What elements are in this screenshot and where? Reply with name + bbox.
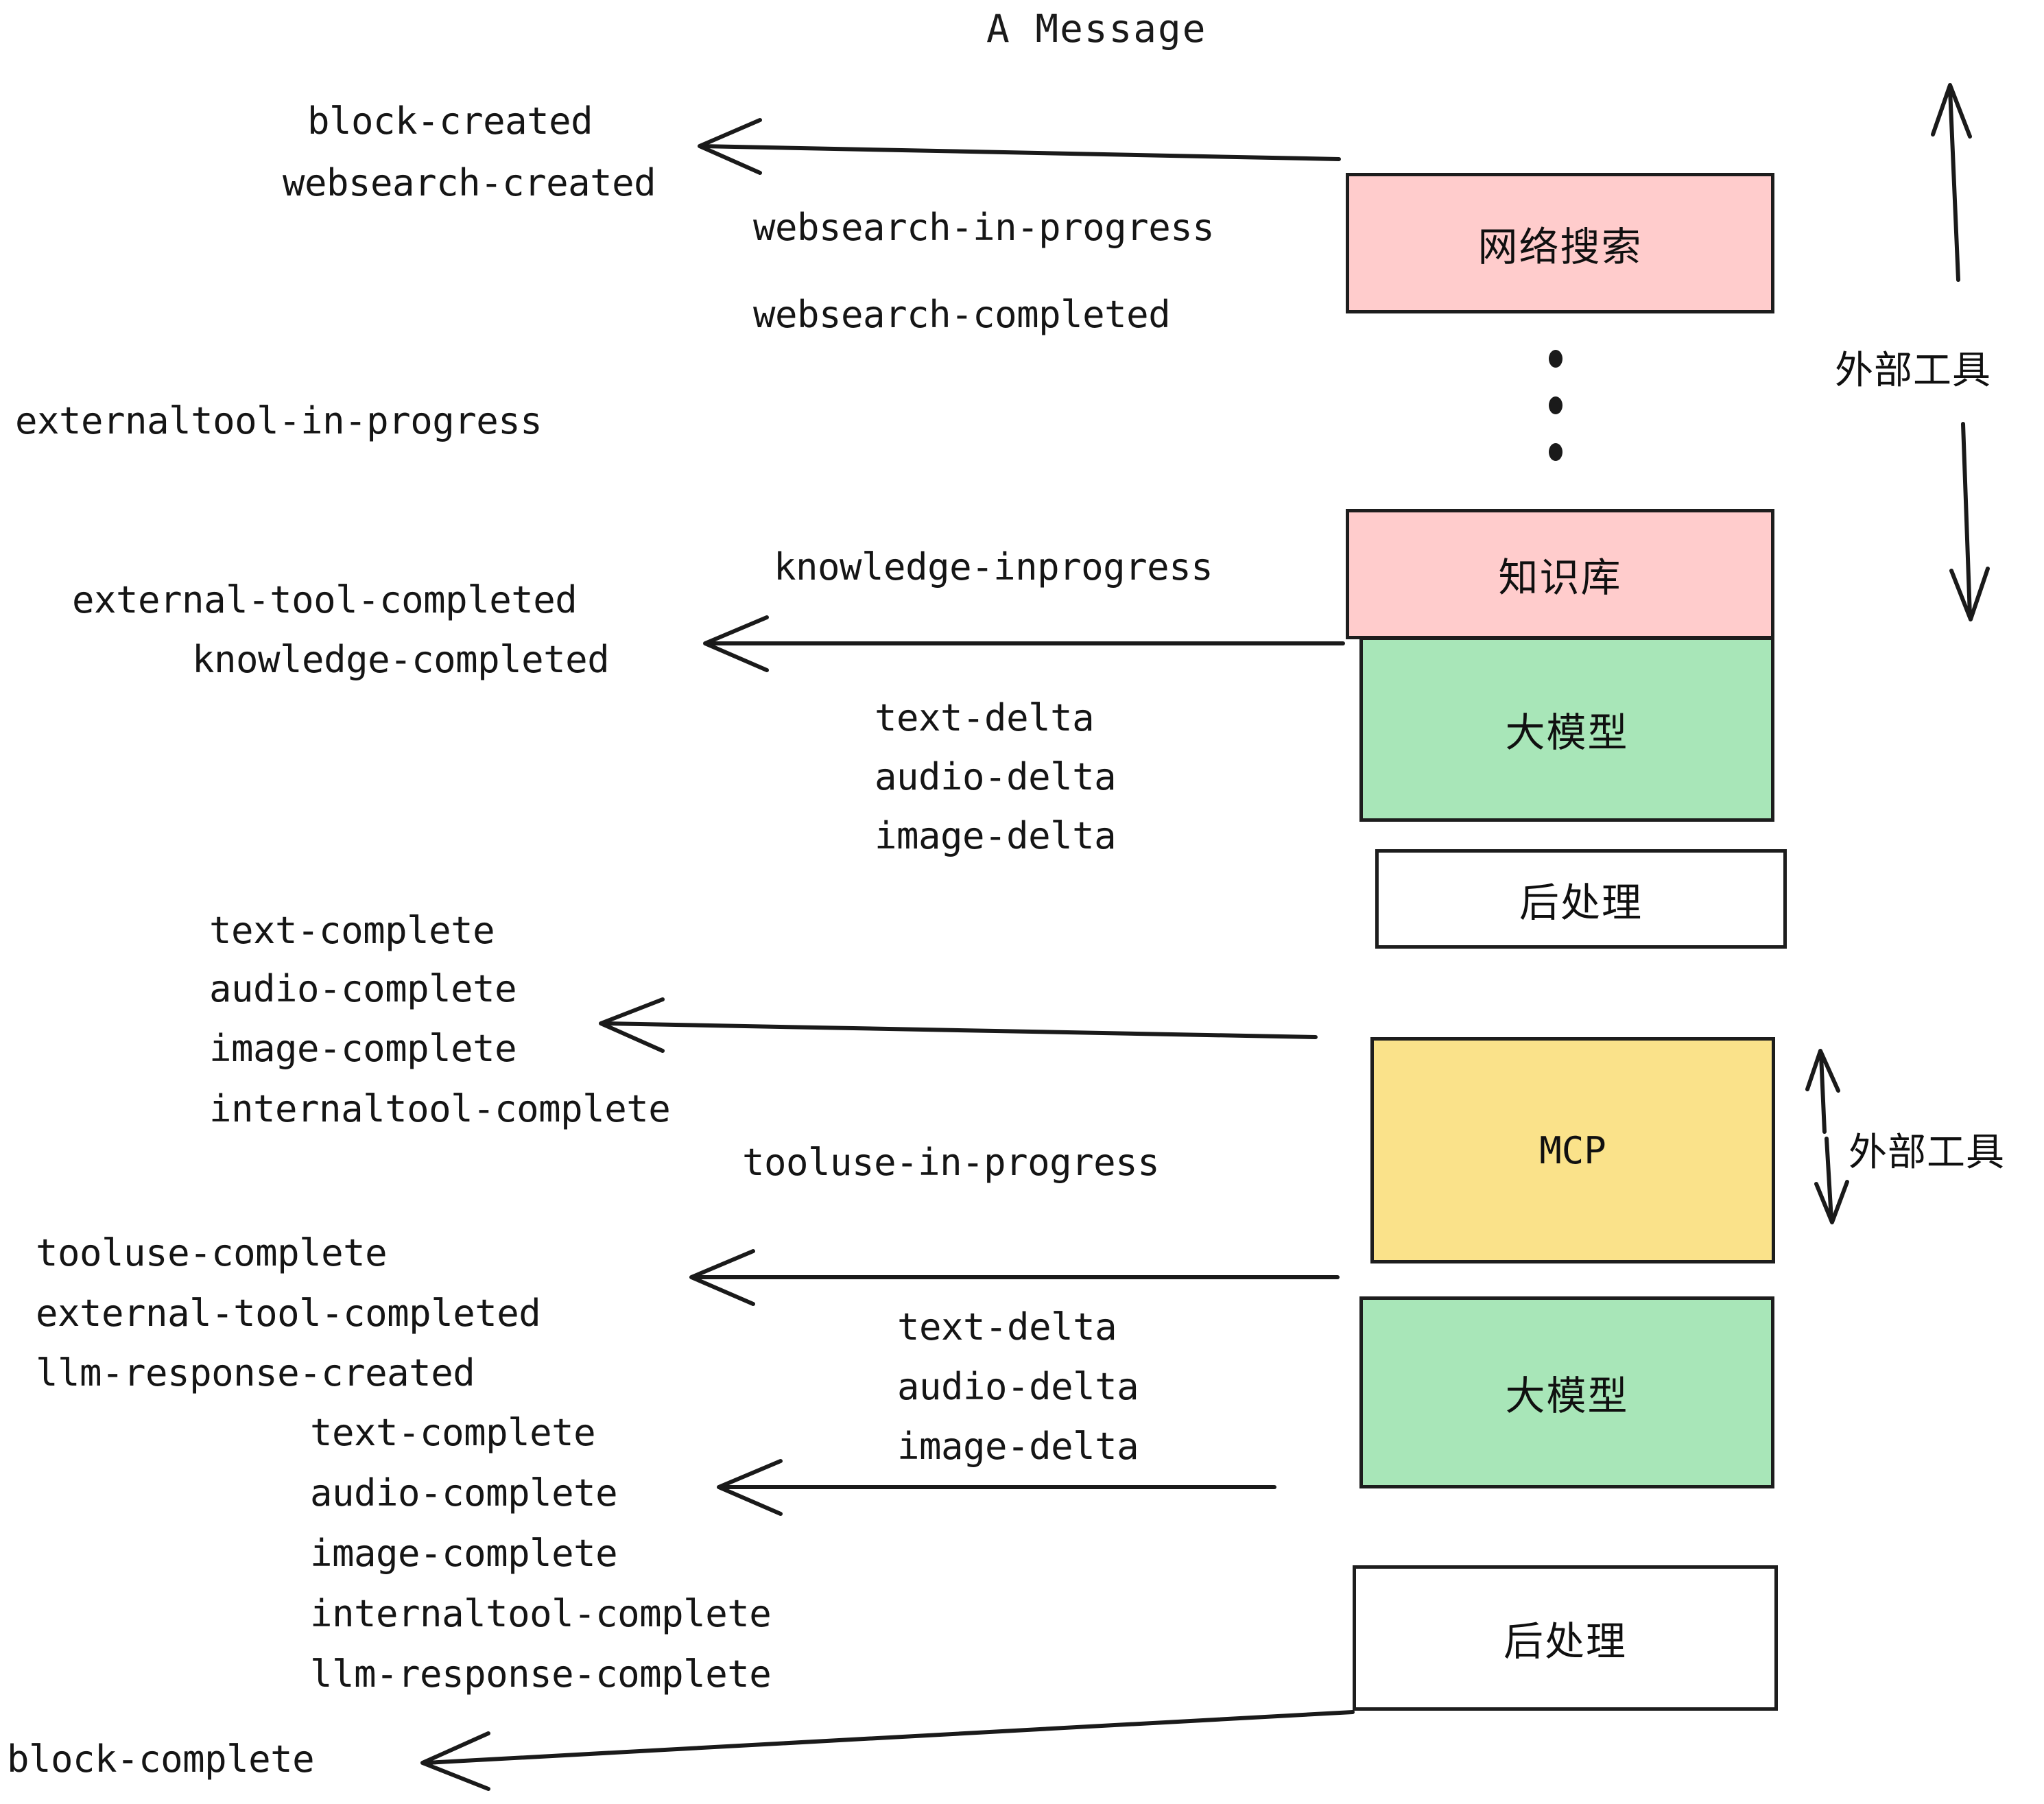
arrow-knowledge-to-left (703, 615, 1345, 672)
bracket-external-tool-bottom (1805, 1049, 1849, 1224)
box-label-postprocess-2: 后处理 (1503, 1618, 1627, 1665)
event-label-block-created: block-created (307, 99, 593, 143)
event-label-audio-delta-2: audio-delta (897, 1365, 1139, 1408)
box-websearch[interactable]: 网络搜索 (1346, 173, 1774, 313)
box-mcp[interactable]: MCP (1370, 1037, 1775, 1263)
event-label-audio-complete-1: audio-complete (209, 967, 517, 1010)
page-title: A Message (986, 7, 1207, 51)
event-label-knowledge-inprogress: knowledge-inprogress (774, 545, 1213, 589)
box-knowledge[interactable]: 知识库 (1346, 509, 1774, 639)
box-label-mcp: MCP (1539, 1128, 1606, 1172)
event-label-image-delta-1: image-delta (875, 814, 1117, 857)
box-postprocess-1[interactable]: 后处理 (1375, 849, 1787, 949)
side-label-external-tool-top: 外部工具 (1835, 348, 1991, 393)
box-llm-2[interactable]: 大模型 (1359, 1296, 1774, 1488)
event-label-block-complete: block-complete (7, 1737, 315, 1781)
box-label-websearch: 网络搜索 (1477, 223, 1643, 270)
arrow-mcp-to-left (689, 1249, 1340, 1306)
event-label-websearch-created: websearch-created (283, 161, 656, 204)
event-label-external-tool-completed-2: external-tool-completed (36, 1292, 541, 1335)
event-label-websearch-completed: websearch-completed (753, 293, 1171, 336)
event-label-websearch-in-progress: websearch-in-progress (753, 206, 1215, 249)
arrow-llm2-to-left (717, 1459, 1276, 1516)
event-label-tooluse-in-progress: tooluse-in-progress (742, 1141, 1160, 1184)
box-postprocess-2[interactable]: 后处理 (1353, 1565, 1778, 1711)
event-label-internaltool-complete-2: internaltool-complete (310, 1592, 772, 1635)
event-label-internaltool-complete-1: internaltool-complete (209, 1087, 671, 1130)
arrow-postprocess2-to-block-complete (420, 1710, 1355, 1791)
event-label-text-complete-1: text-complete (209, 909, 495, 952)
event-label-externaltool-in-progress: externaltool-in-progress (15, 399, 543, 442)
event-label-llm-response-created: llm-response-created (36, 1351, 475, 1394)
event-label-text-complete-2: text-complete (310, 1411, 596, 1454)
box-label-knowledge: 知识库 (1498, 554, 1622, 601)
ellipsis-dot-icon (1549, 396, 1562, 414)
event-label-text-delta-1: text-delta (875, 696, 1095, 739)
event-label-external-tool-completed-1: external-tool-completed (72, 578, 578, 621)
box-llm-1[interactable]: 大模型 (1359, 637, 1774, 822)
box-label-llm-2: 大模型 (1505, 1373, 1629, 1419)
ellipsis-dot-icon (1549, 443, 1562, 461)
event-label-llm-response-complete: llm-response-complete (310, 1652, 772, 1696)
event-label-image-complete-1: image-complete (209, 1027, 517, 1070)
arrow-postprocess1-to-left (599, 997, 1318, 1053)
event-label-audio-delta-1: audio-delta (875, 755, 1117, 798)
arrow-websearch-to-left (698, 118, 1341, 175)
event-label-audio-complete-2: audio-complete (310, 1471, 618, 1515)
event-label-text-delta-2: text-delta (897, 1305, 1117, 1349)
box-label-llm-1: 大模型 (1505, 709, 1629, 756)
event-label-image-delta-2: image-delta (897, 1425, 1139, 1468)
event-label-knowledge-completed: knowledge-completed (192, 638, 610, 681)
side-label-external-tool-bottom: 外部工具 (1849, 1130, 2005, 1175)
event-label-tooluse-complete: tooluse-complete (36, 1231, 388, 1274)
ellipsis-dot-icon (1549, 350, 1562, 368)
event-label-image-complete-2: image-complete (310, 1532, 618, 1575)
box-label-postprocess-1: 后处理 (1519, 879, 1643, 926)
